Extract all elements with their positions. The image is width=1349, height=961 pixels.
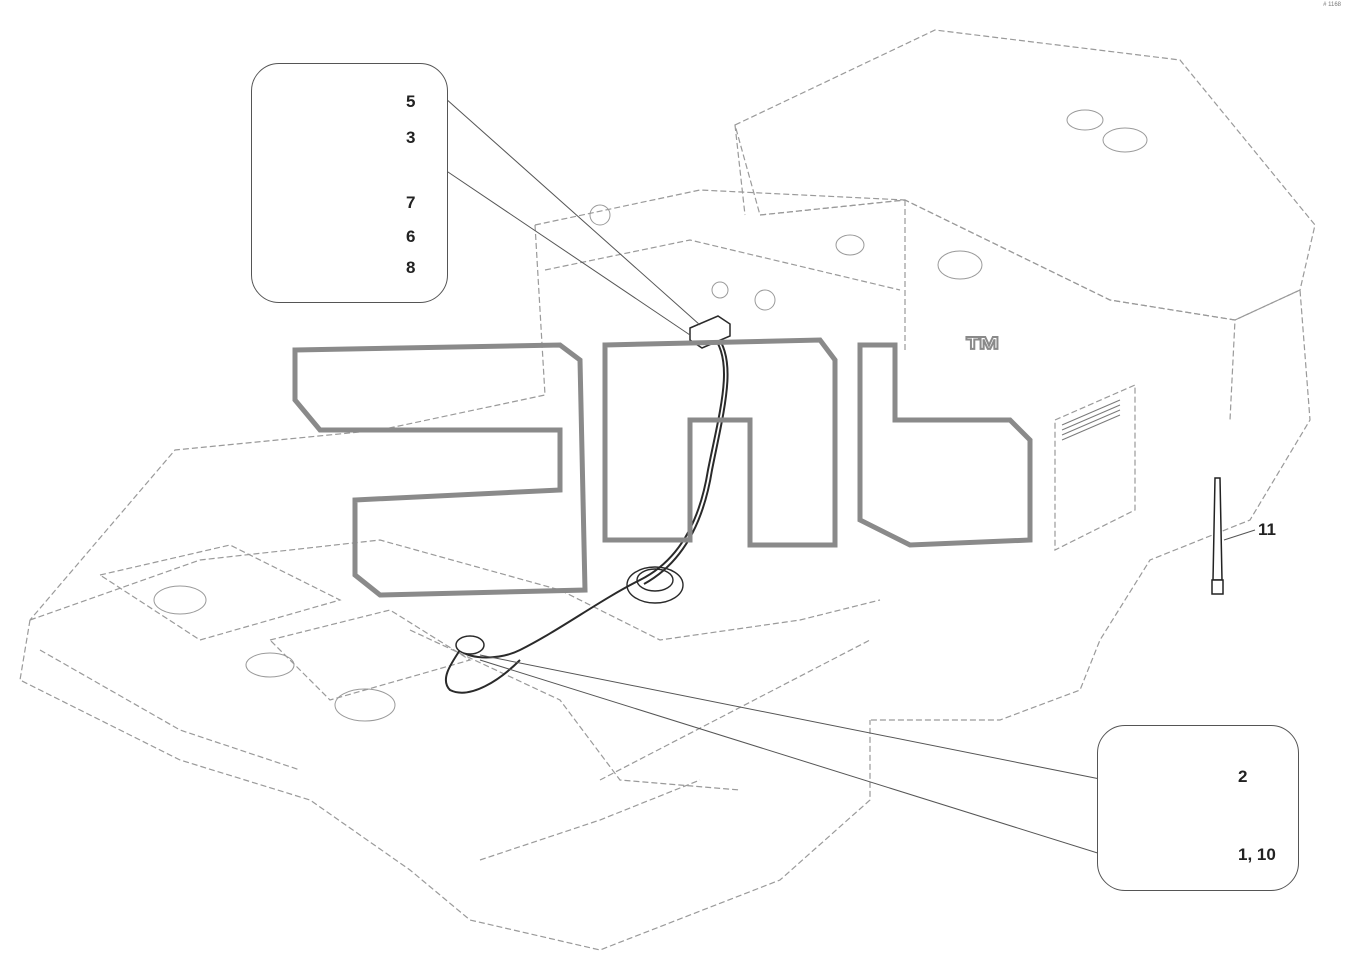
callout-label-7: 7: [406, 193, 416, 212]
callout-label-5: 5: [406, 92, 416, 111]
cable-tie: [1211, 477, 1224, 595]
filler-ring: [626, 566, 684, 604]
callout-label-3: 3: [406, 128, 416, 147]
antenna-mounted: [455, 635, 485, 655]
inset-antenna-detail: [1097, 725, 1299, 891]
grille-vent: [1061, 399, 1121, 441]
callout-label-1-10: 1, 10: [1238, 845, 1276, 864]
frame-holes: [153, 109, 1148, 722]
trademark-symbol: ™: [963, 329, 1003, 373]
corner-mark: # 1168: [1323, 2, 1341, 8]
inset-module-detail: [251, 63, 448, 303]
callout-label-6: 6: [406, 227, 416, 246]
callout-label-2: 2: [1238, 767, 1248, 786]
wiring-harness: [444, 334, 729, 694]
callout-label-11: 11: [1258, 520, 1276, 539]
watermark-logo: [292, 337, 1033, 598]
callout-label-8: 8: [406, 258, 416, 277]
